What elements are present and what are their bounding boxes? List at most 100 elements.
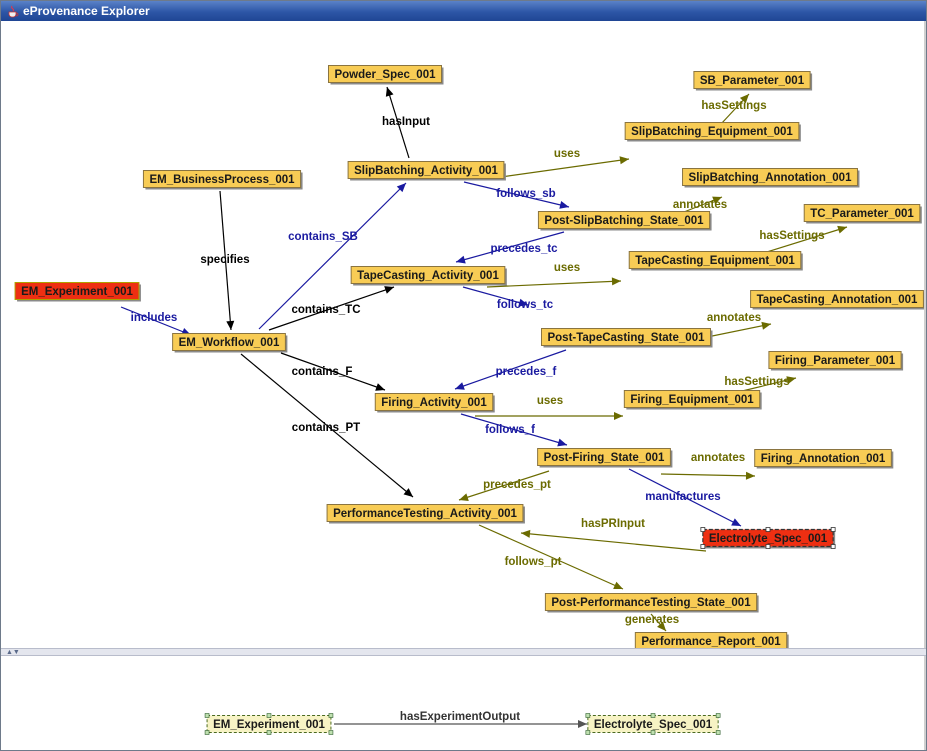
- edge-hassettings[interactable]: hasSettings: [701, 93, 767, 125]
- edge-layer: hasInput hasSettings uses follows_sbannotat…: [120, 86, 848, 632]
- node-label: Electrolyte_Spec_001: [709, 533, 828, 545]
- edge-follows-pt[interactable]: follows_pt: [478, 524, 624, 590]
- edge-has-experiment-output[interactable]: hasExperimentOutput: [334, 711, 587, 728]
- node-label: Post-Firing_State_001: [544, 452, 665, 464]
- edge-label: follows_tc: [497, 299, 554, 311]
- edge-uses[interactable]: uses: [486, 262, 622, 288]
- graph-node-tc-activity[interactable]: TapeCasting_Activity_001: [350, 266, 507, 286]
- graph-node-post-tc[interactable]: Post-TapeCasting_State_001: [540, 328, 713, 348]
- edge-label: annotates: [673, 199, 727, 211]
- graph-node-post-f[interactable]: Post-Firing_State_001: [537, 448, 673, 468]
- graph-node-workflow[interactable]: EM_Workflow_001: [172, 333, 288, 353]
- edge-contains-sb[interactable]: contains_SB: [258, 182, 407, 330]
- graph-node-pt-activity[interactable]: PerformanceTesting_Activity_001: [326, 504, 525, 524]
- edge-follows-tc[interactable]: follows_tc: [462, 286, 554, 311]
- output-target-node[interactable]: Electrolyte_Spec_001: [585, 713, 721, 735]
- graph-node-report[interactable]: Performance_Report_001: [634, 632, 789, 652]
- edge-includes[interactable]: includes: [120, 306, 192, 336]
- edge-label: includes: [131, 312, 178, 324]
- graph-node-sb-annot[interactable]: SlipBatching_Annotation_001: [682, 168, 860, 188]
- node-label: SB_Parameter_001: [700, 75, 805, 87]
- node-label: SlipBatching_Equipment_001: [631, 126, 793, 138]
- node-label: Firing_Activity_001: [381, 397, 487, 409]
- node-label: Firing_Annotation_001: [761, 453, 886, 465]
- edge-label: precedes_f: [496, 366, 557, 378]
- graph-node-sb-activity[interactable]: SlipBatching_Activity_001: [347, 161, 506, 181]
- graph-node-tc-param[interactable]: TC_Parameter_001: [803, 204, 922, 224]
- graph-node-tc-equip[interactable]: TapeCasting_Equipment_001: [628, 251, 803, 271]
- node-label: SlipBatching_Annotation_001: [689, 172, 853, 184]
- graph-node-sb-equip[interactable]: SlipBatching_Equipment_001: [624, 122, 801, 142]
- node-label: Performance_Report_001: [641, 636, 781, 648]
- node-label: SlipBatching_Activity_001: [354, 165, 498, 177]
- split-pane-divider[interactable]: ▲▼: [1, 648, 926, 656]
- edge-label: hasPRInput: [581, 518, 645, 530]
- node-label: EM_Experiment_001: [21, 286, 133, 298]
- node-label: Firing_Parameter_001: [775, 355, 896, 367]
- graph-node-electrolyte[interactable]: Electrolyte_Spec_001: [700, 527, 836, 549]
- graph-node-post-pt[interactable]: Post-PerformanceTesting_State_001: [544, 593, 759, 613]
- node-label: EM_Experiment_001: [213, 719, 325, 731]
- edge-label: contains_TC: [291, 304, 360, 316]
- node-label: EM_Workflow_001: [179, 337, 280, 349]
- node-label: PerformanceTesting_Activity_001: [333, 508, 517, 520]
- node-label: Electrolyte_Spec_001: [594, 719, 713, 731]
- edge-label: contains_SB: [288, 231, 358, 243]
- graph-node-f-annot[interactable]: Firing_Annotation_001: [754, 449, 894, 469]
- edge-precedes-pt[interactable]: precedes_pt: [458, 470, 551, 502]
- graph-svg[interactable]: hasInput hasSettings uses follows_sbannotat…: [1, 21, 926, 652]
- graph-node-post-sb[interactable]: Post-SlipBatching_State_001: [537, 211, 712, 231]
- graph-node-powder-spec[interactable]: Powder_Spec_001: [327, 65, 444, 85]
- edge-label: follows_f: [485, 424, 535, 436]
- java-cup-icon: [8, 5, 19, 18]
- edge-label: uses: [537, 395, 563, 407]
- output-source-node[interactable]: EM_Experiment_001: [204, 713, 334, 735]
- graph-node-sb-param[interactable]: SB_Parameter_001: [693, 71, 813, 91]
- edge-contains-pt[interactable]: contains_PT: [240, 353, 414, 498]
- edge-label: precedes_tc: [490, 243, 558, 255]
- graph-node-experiment[interactable]: EM_Experiment_001: [14, 282, 141, 302]
- node-label: Powder_Spec_001: [334, 69, 436, 81]
- edge-precedes-f[interactable]: precedes_f: [454, 349, 567, 390]
- graph-node-f-activity[interactable]: Firing_Activity_001: [374, 393, 495, 413]
- graph-node-f-equip[interactable]: Firing_Equipment_001: [623, 390, 762, 410]
- edge-contains-tc[interactable]: contains_TC: [268, 286, 395, 331]
- edge-label: contains_PT: [292, 422, 360, 434]
- edge-annotates[interactable]: annotates: [660, 452, 756, 480]
- title-bar[interactable]: eProvenance Explorer: [1, 1, 926, 21]
- node-label: TC_Parameter_001: [810, 208, 914, 220]
- window-title: eProvenance Explorer: [23, 4, 150, 18]
- graph-node-f-param[interactable]: Firing_Parameter_001: [768, 351, 904, 371]
- edge-label: generates: [625, 614, 679, 626]
- edge-precedes-tc[interactable]: precedes_tc: [455, 231, 565, 264]
- edge-label: follows_sb: [496, 188, 555, 200]
- graph-node-bp[interactable]: EM_BusinessProcess_001: [142, 170, 303, 190]
- edge-hasprinput[interactable]: hasPRInput: [520, 518, 707, 552]
- edge-uses[interactable]: uses: [475, 395, 623, 420]
- node-label: Post-PerformanceTesting_State_001: [551, 597, 751, 609]
- edge-label: specifies: [200, 254, 249, 266]
- edge-follows-f[interactable]: follows_f: [460, 413, 568, 447]
- edge-uses[interactable]: uses: [486, 148, 630, 180]
- divider-arrows-icon[interactable]: ▲▼: [6, 649, 20, 656]
- graph-node-tc-annot[interactable]: TapeCasting_Annotation_001: [750, 290, 926, 310]
- edge-manufactures[interactable]: manufactures: [628, 468, 742, 527]
- edge-generates[interactable]: generates: [625, 613, 679, 632]
- edge-contains-f[interactable]: contains_F: [280, 352, 386, 391]
- edge-hasinput[interactable]: hasInput: [382, 86, 430, 159]
- edge-label: hasExperimentOutput: [400, 711, 520, 723]
- edge-label: manufactures: [645, 491, 720, 503]
- edge-label: hasSettings: [724, 376, 789, 388]
- edge-label: uses: [554, 148, 580, 160]
- edge-specifies[interactable]: specifies: [200, 190, 250, 331]
- node-label: TapeCasting_Equipment_001: [635, 255, 795, 267]
- edge-label: uses: [554, 262, 580, 274]
- node-label: Firing_Equipment_001: [630, 394, 754, 406]
- edge-follows-sb[interactable]: follows_sb: [463, 181, 570, 209]
- node-label: EM_BusinessProcess_001: [149, 174, 295, 186]
